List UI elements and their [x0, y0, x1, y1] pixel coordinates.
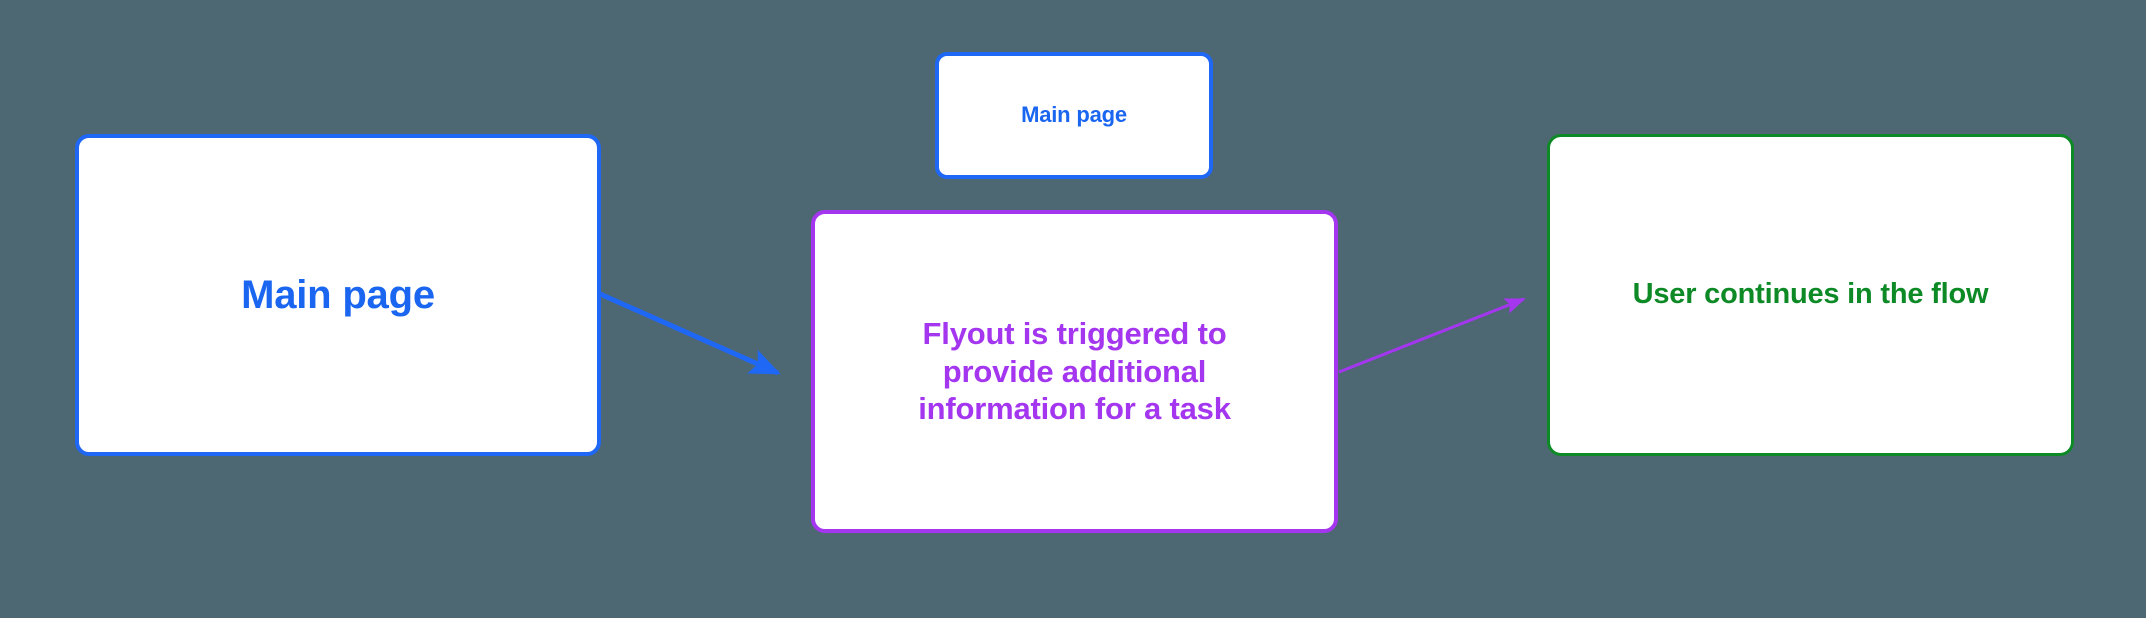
node-main-page-label: Main page: [241, 272, 435, 317]
connector-main-page-to-flyout: [598, 291, 781, 376]
node-user-continues[interactable]: User continues in the flow: [1547, 134, 2074, 456]
node-main-page[interactable]: Main page: [75, 134, 601, 456]
node-flyout[interactable]: Flyout is triggered to provide additiona…: [811, 210, 1338, 533]
node-main-page-small-label: Main page: [1021, 102, 1127, 128]
node-main-page-small[interactable]: Main page: [935, 52, 1213, 179]
connector-flyout-to-user-continues: [1338, 297, 1526, 374]
node-user-continues-label: User continues in the flow: [1632, 278, 1989, 311]
node-flyout-label: Flyout is triggered to provide additiona…: [918, 315, 1231, 427]
